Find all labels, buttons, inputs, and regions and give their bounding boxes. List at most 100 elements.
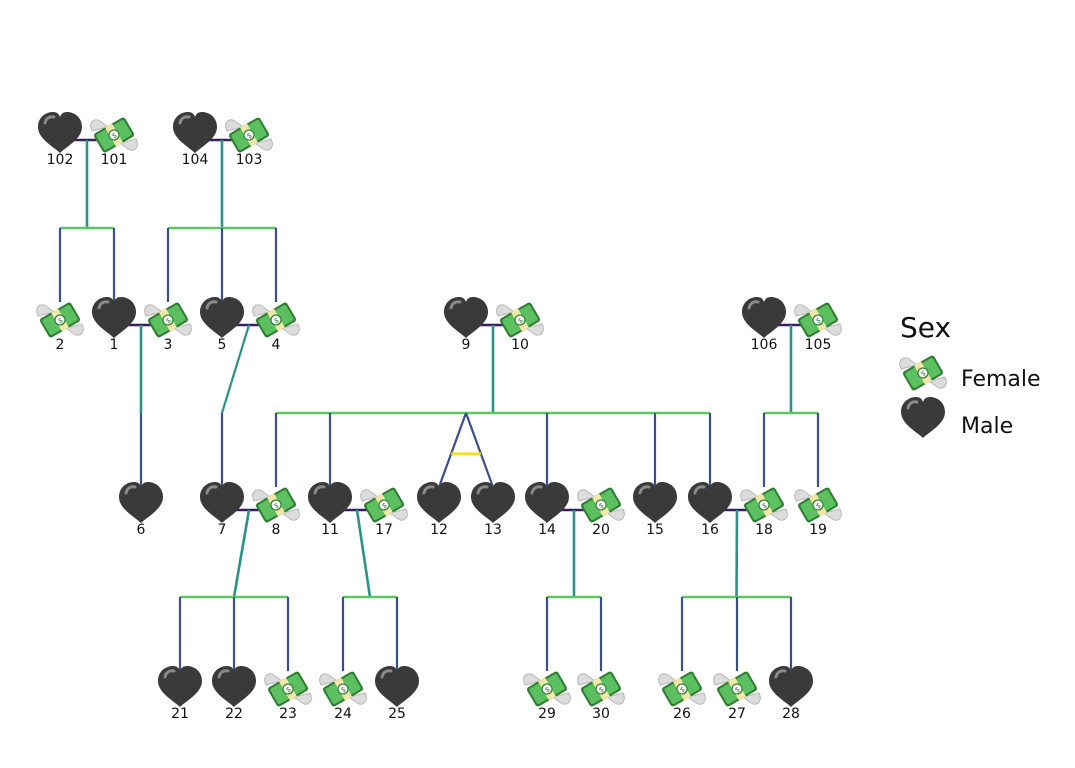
black-heart-icon bbox=[523, 480, 571, 525]
black-heart-icon bbox=[156, 664, 204, 709]
money-with-wings-icon bbox=[225, 115, 273, 155]
black-heart-icon bbox=[117, 480, 165, 525]
individual-2: 2 bbox=[36, 300, 84, 353]
money-with-wings-icon bbox=[658, 669, 706, 709]
individual-id-label: 6 bbox=[137, 522, 146, 538]
individual-104: 104 bbox=[171, 110, 219, 168]
individual-22: 22 bbox=[210, 664, 258, 722]
individual-id-label: 19 bbox=[809, 522, 827, 538]
individual-id-label: 29 bbox=[538, 706, 556, 722]
black-heart-icon bbox=[469, 480, 517, 525]
legend-label-male: Male bbox=[961, 414, 1013, 439]
individual-20: 20 bbox=[577, 485, 625, 538]
individual-27: 27 bbox=[713, 669, 761, 722]
individual-14: 14 bbox=[523, 480, 571, 538]
descent-line bbox=[220, 324, 251, 414]
money-with-wings-icon bbox=[90, 115, 138, 155]
individual-id-label: 14 bbox=[538, 522, 556, 538]
individual-id-label: 11 bbox=[321, 522, 339, 538]
individual-10: 10 bbox=[496, 300, 544, 353]
individual-id-label: 9 bbox=[462, 337, 471, 353]
individual-5: 5 bbox=[198, 295, 246, 353]
individual-8: 8 bbox=[252, 485, 300, 538]
individual-11: 11 bbox=[306, 480, 354, 538]
black-heart-icon bbox=[415, 480, 463, 525]
black-heart-icon bbox=[90, 295, 138, 340]
individual-id-label: 7 bbox=[218, 522, 227, 538]
black-heart-icon bbox=[899, 395, 947, 440]
individual-id-label: 2 bbox=[56, 337, 65, 353]
individual-id-label: 106 bbox=[751, 337, 778, 353]
money-with-wings-icon bbox=[577, 669, 625, 709]
black-heart-icon bbox=[198, 295, 246, 340]
descent-line bbox=[355, 509, 372, 598]
black-heart-icon bbox=[306, 480, 354, 525]
legend-title: Sex bbox=[900, 311, 951, 344]
individual-id-label: 5 bbox=[218, 337, 227, 353]
individual-id-label: 103 bbox=[236, 152, 263, 168]
money-with-wings-icon bbox=[713, 669, 761, 709]
individual-id-label: 30 bbox=[592, 706, 610, 722]
individual-26: 26 bbox=[658, 669, 706, 722]
individual-id-label: 27 bbox=[728, 706, 746, 722]
money-with-wings-icon bbox=[264, 669, 312, 709]
black-heart-icon bbox=[210, 664, 258, 709]
individual-id-label: 105 bbox=[805, 337, 832, 353]
individual-id-label: 28 bbox=[782, 706, 800, 722]
money-with-wings-icon bbox=[360, 485, 408, 525]
individual-id-label: 10 bbox=[511, 337, 529, 353]
money-with-wings-icon bbox=[496, 300, 544, 340]
money-with-wings-icon bbox=[252, 485, 300, 525]
money-with-wings-icon bbox=[740, 485, 788, 525]
individual-103: 103 bbox=[225, 115, 273, 168]
money-with-wings-icon bbox=[523, 669, 571, 709]
individual-21: 21 bbox=[156, 664, 204, 722]
individual-id-label: 23 bbox=[279, 706, 297, 722]
individual-30: 30 bbox=[577, 669, 625, 722]
individual-17: 17 bbox=[360, 485, 408, 538]
individual-15: 15 bbox=[631, 480, 679, 538]
individual-id-label: 22 bbox=[225, 706, 243, 722]
money-with-wings-icon bbox=[794, 300, 842, 340]
black-heart-icon bbox=[686, 480, 734, 525]
individual-id-label: 24 bbox=[334, 706, 352, 722]
black-heart-icon bbox=[767, 664, 815, 709]
connector-lines bbox=[58, 138, 820, 671]
individual-106: 106 bbox=[740, 295, 788, 353]
individual-id-label: 13 bbox=[484, 522, 502, 538]
individual-id-label: 8 bbox=[272, 522, 281, 538]
individual-28: 28 bbox=[767, 664, 815, 722]
money-with-wings-icon bbox=[319, 669, 367, 709]
individual-4: 4 bbox=[252, 300, 300, 353]
individual-25: 25 bbox=[373, 664, 421, 722]
individual-102: 102 bbox=[36, 110, 84, 168]
individual-13: 13 bbox=[469, 480, 517, 538]
individual-id-label: 104 bbox=[182, 152, 209, 168]
money-with-wings-icon bbox=[577, 485, 625, 525]
individual-23: 23 bbox=[264, 669, 312, 722]
individual-id-label: 4 bbox=[272, 337, 281, 353]
individual-id-label: 17 bbox=[375, 522, 393, 538]
money-with-wings-icon bbox=[144, 300, 192, 340]
individual-9: 9 bbox=[442, 295, 490, 353]
individual-7: 7 bbox=[198, 480, 246, 538]
individual-16: 16 bbox=[686, 480, 734, 538]
individual-1: 1 bbox=[90, 295, 138, 353]
black-heart-icon bbox=[442, 295, 490, 340]
individual-id-label: 1 bbox=[110, 337, 119, 353]
money-with-wings-icon bbox=[899, 353, 947, 393]
twin-line bbox=[437, 412, 468, 488]
descent-line bbox=[232, 509, 251, 598]
individual-3: 3 bbox=[144, 300, 192, 353]
individual-id-label: 21 bbox=[171, 706, 189, 722]
black-heart-icon bbox=[373, 664, 421, 709]
individual-id-label: 16 bbox=[701, 522, 719, 538]
individual-id-label: 12 bbox=[430, 522, 448, 538]
individual-id-label: 18 bbox=[755, 522, 773, 538]
individual-id-label: 3 bbox=[164, 337, 173, 353]
individual-24: 24 bbox=[319, 669, 367, 722]
